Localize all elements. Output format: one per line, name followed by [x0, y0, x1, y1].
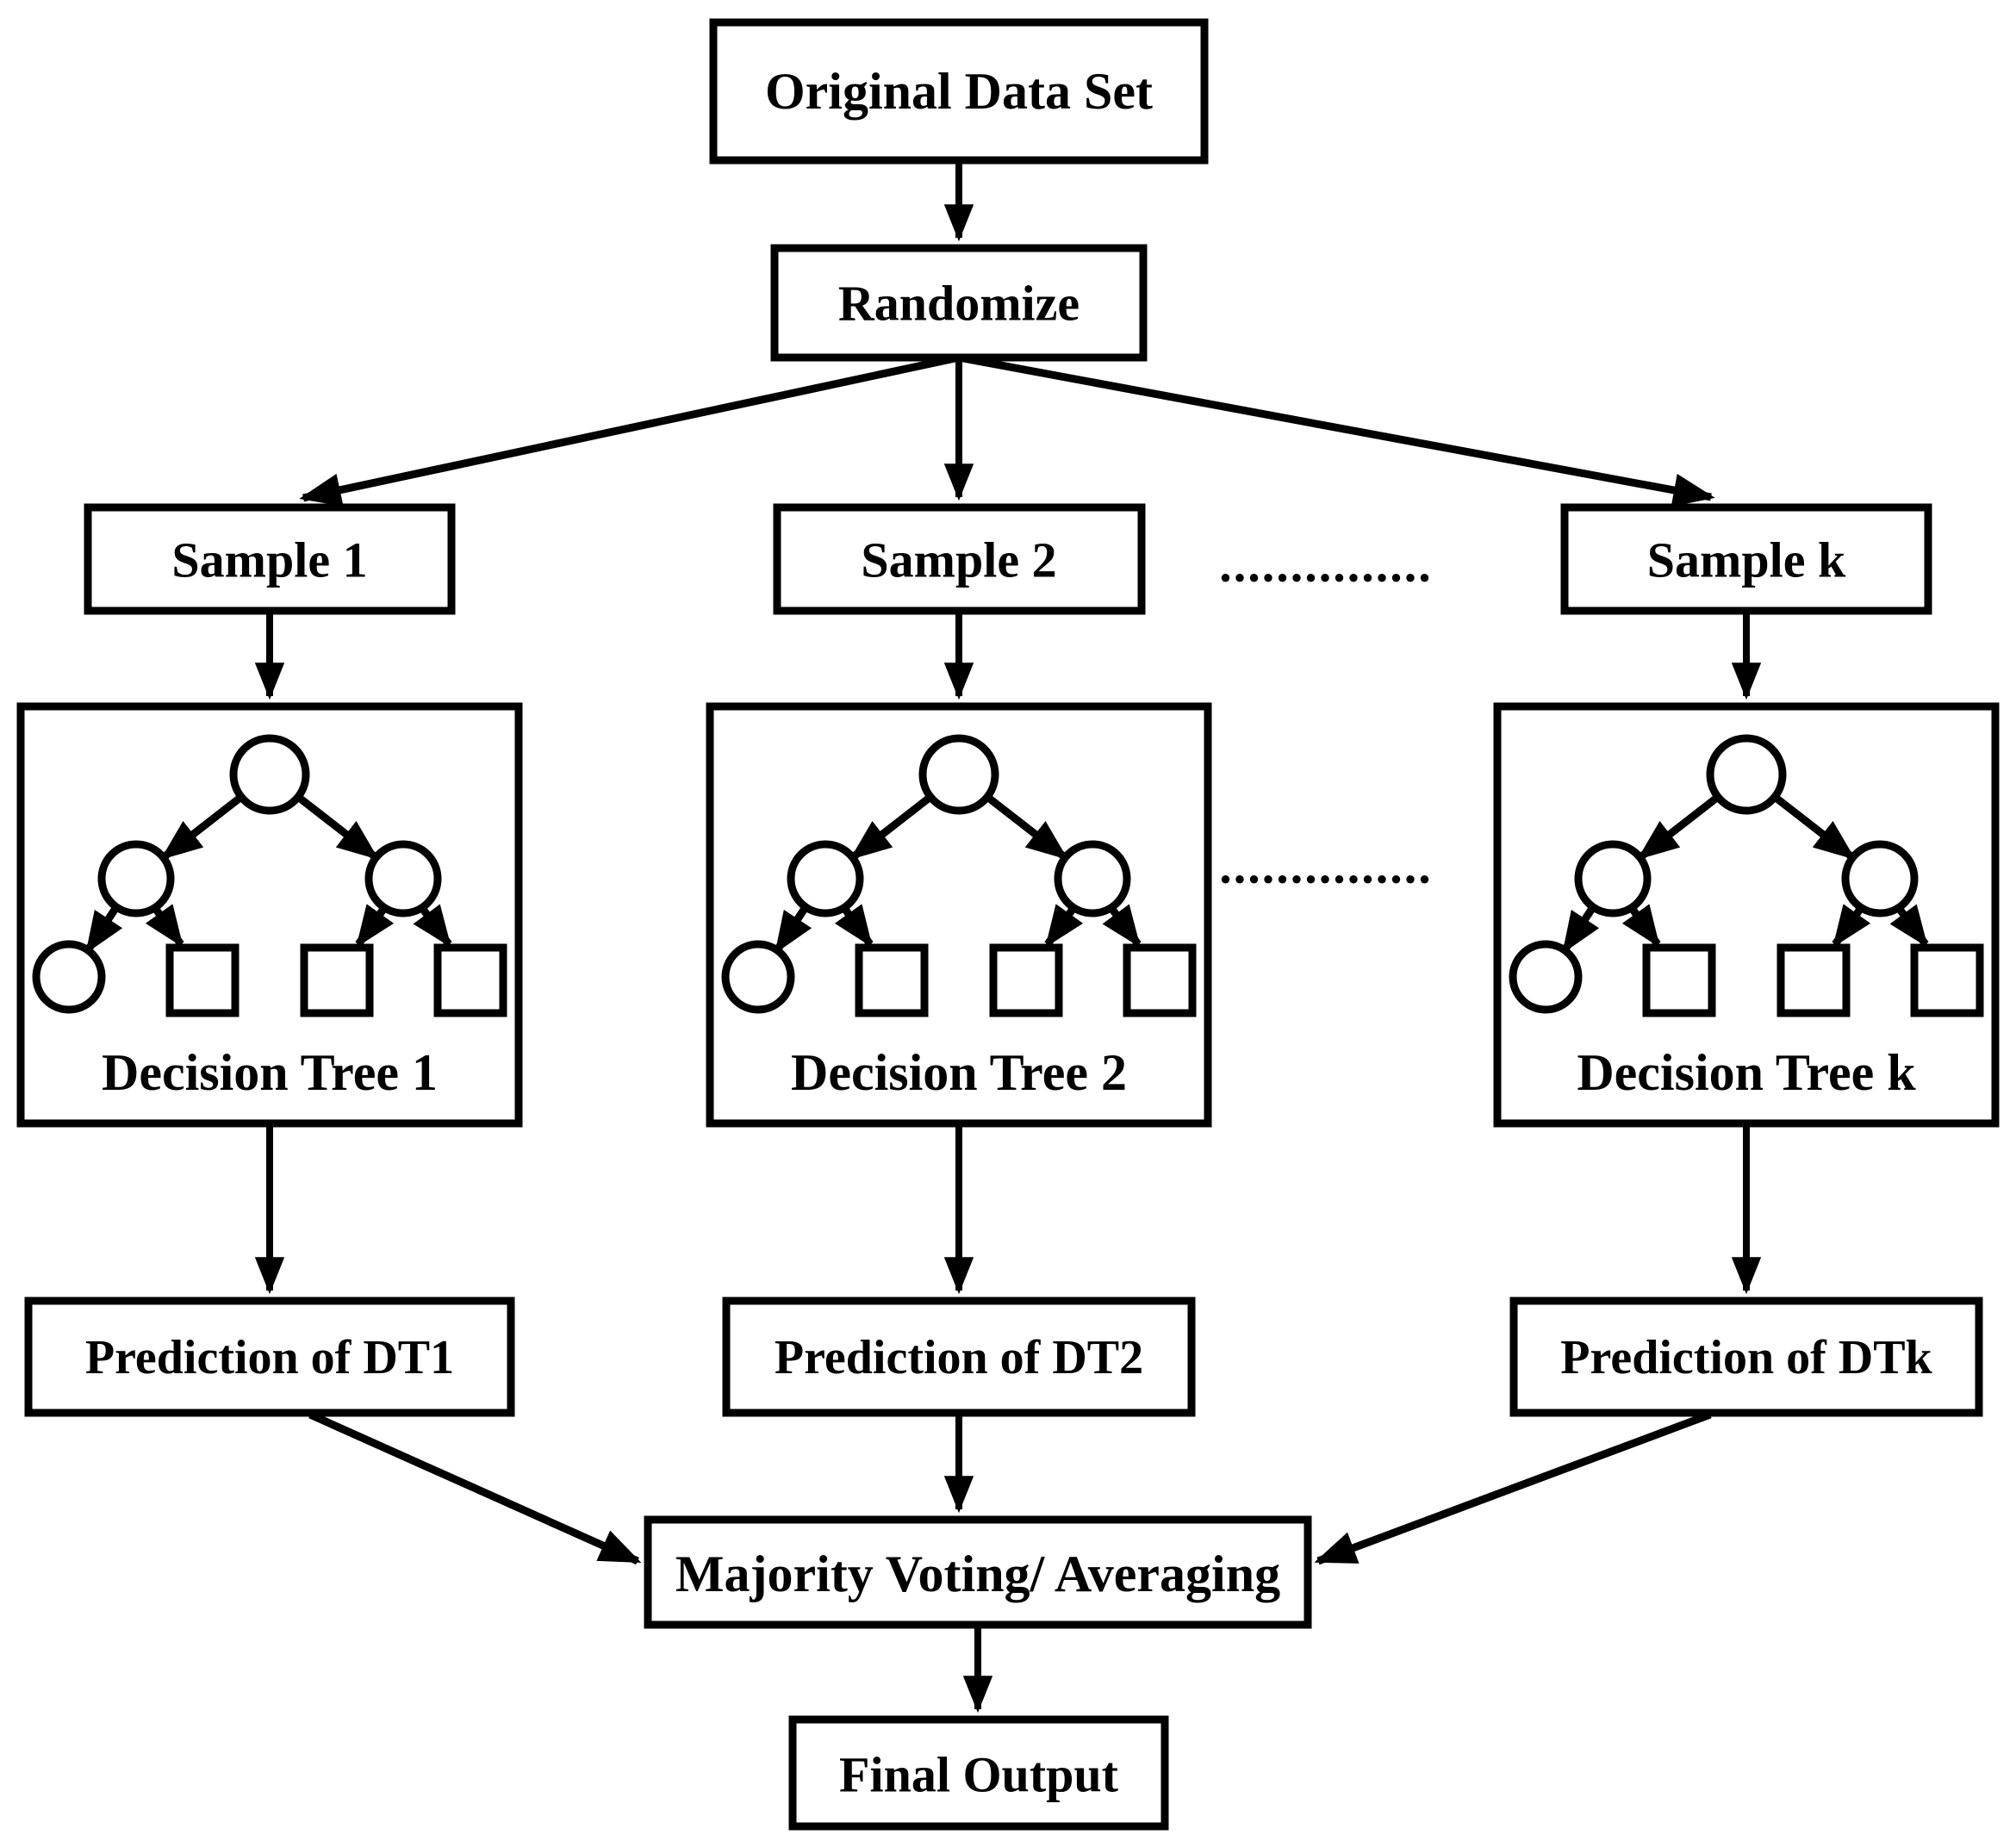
arrow-randomize-to-sample-k	[958, 353, 1715, 507]
decision-tree-2-label: Decision Tree 2	[791, 1044, 1127, 1101]
prediction-dtk-box	[1509, 1297, 1983, 1417]
original-data-set-box	[709, 18, 1209, 165]
decision-tree-1-label: Decision Tree 1	[102, 1044, 438, 1101]
prediction-dt2-label: Prediction of DT2	[775, 1331, 1143, 1384]
sample-1-label: Sample 1	[171, 532, 367, 588]
arrow-randomize-to-sample-1	[299, 353, 960, 507]
sample-2-box	[773, 503, 1146, 615]
prediction-dt1-label: Prediction of DT1	[85, 1331, 454, 1384]
sample-k-box	[1560, 503, 1932, 615]
majority-voting-label: Majority Voting/ Averaging	[675, 1546, 1280, 1602]
final-output-box	[788, 1715, 1169, 1831]
sample-k-label: Sample k	[1647, 532, 1846, 588]
trees-ellipsis: ...............	[1219, 838, 1433, 894]
prediction-dt1-box	[24, 1297, 515, 1417]
prediction-dt2-box	[722, 1297, 1196, 1417]
arrow-prediction-k-to-majority	[1314, 1410, 1712, 1565]
arrow-prediction-1-to-majority	[308, 1410, 642, 1565]
randomize-label: Randomize	[838, 276, 1080, 332]
prediction-dtk-label: Prediction of DTk	[1560, 1331, 1932, 1384]
sample-2-label: Sample 2	[861, 532, 1056, 588]
samples-ellipsis: ...............	[1219, 537, 1433, 593]
majority-voting-box	[644, 1515, 1312, 1629]
sample-1-box	[84, 503, 456, 615]
original-data-set-label: Original Data Set	[765, 63, 1153, 120]
final-output-label: Final Output	[839, 1747, 1119, 1803]
randomize-box	[770, 244, 1148, 362]
decision-tree-k-label: Decision Tree k	[1577, 1044, 1916, 1101]
